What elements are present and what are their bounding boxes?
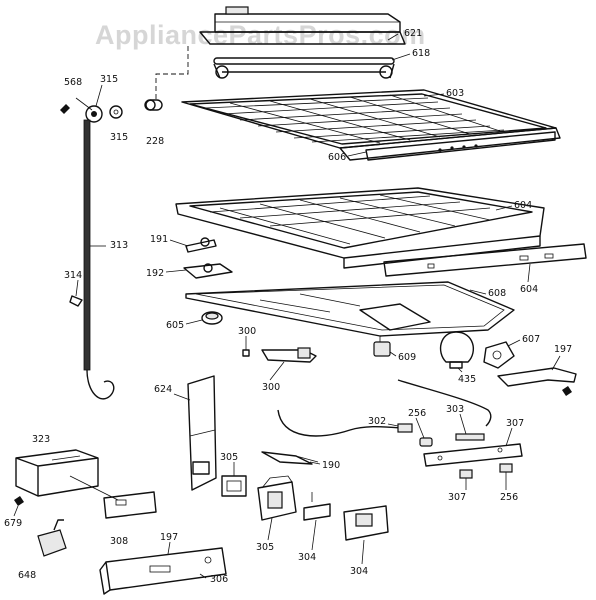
part-300-nut — [242, 349, 250, 357]
leader-line — [69, 475, 119, 501]
part-302-connector — [397, 423, 413, 433]
part-300-switch — [261, 347, 317, 363]
callout-302: 302 — [368, 416, 386, 427]
callout-304-large: 304 — [350, 566, 368, 577]
leader-line — [95, 84, 103, 107]
callout-608: 608 — [488, 288, 506, 299]
leader-lines — [13, 33, 561, 579]
callout-605: 605 — [166, 320, 184, 331]
part-605-grommet — [201, 311, 223, 325]
callout-618: 618 — [412, 48, 430, 59]
watermark-text: AppliancePartsPros.com — [95, 20, 426, 50]
part-315-washer — [109, 105, 123, 119]
part-621-duct-cover — [199, 6, 406, 45]
part-618-rod-assembly — [213, 57, 395, 79]
callout-228: 228 — [146, 136, 164, 147]
part-679-screw — [14, 496, 24, 506]
callout-304-small: 304 — [298, 552, 316, 563]
part-648-motor — [37, 519, 67, 557]
callout-197-bottom: 197 — [160, 532, 178, 543]
part-608-cover — [185, 281, 515, 337]
callout-603: 603 — [446, 88, 464, 99]
part-256-clip — [419, 437, 433, 447]
callout-303: 303 — [446, 404, 464, 415]
part-304-bracket-small — [303, 492, 331, 521]
part-609-socket — [373, 336, 391, 357]
part-606-front-trim — [339, 127, 561, 161]
callout-306: 306 — [210, 574, 228, 585]
part-624-panel — [187, 375, 217, 491]
part-568-screw — [60, 104, 70, 114]
callout-604-strip: 604 — [520, 284, 538, 295]
part-604-drawer-pan — [175, 187, 545, 269]
callout-624: 624 — [154, 384, 172, 395]
callout-315-lower: 315 — [110, 132, 128, 143]
part-305-housing — [257, 475, 297, 521]
part-228-bushing — [144, 99, 163, 111]
callout-313: 313 — [110, 240, 128, 251]
part-304-bracket-large — [343, 505, 389, 541]
part-307-clip — [459, 469, 473, 479]
part-305-switch — [221, 475, 247, 497]
callout-621: 621 — [404, 28, 422, 39]
part-303-terminal — [455, 433, 485, 441]
part-191-bracket — [185, 237, 217, 253]
part-308-plate — [103, 491, 157, 519]
part-314-clip — [69, 295, 83, 307]
callout-609: 609 — [398, 352, 416, 363]
callout-604-pan: 604 — [514, 200, 532, 211]
callout-323: 323 — [32, 434, 50, 445]
callout-256-upper: 256 — [408, 408, 426, 419]
part-256-clip-lower — [499, 463, 513, 473]
callout-679: 679 — [4, 518, 22, 529]
callout-300-switch: 300 — [262, 382, 280, 393]
callout-256-lower: 256 — [500, 492, 518, 503]
callout-607: 607 — [522, 334, 540, 345]
part-603-shelf — [181, 89, 557, 149]
callout-190: 190 — [322, 460, 340, 471]
callout-314: 314 — [64, 270, 82, 281]
callout-308: 308 — [110, 536, 128, 547]
part-313-cable — [83, 119, 115, 400]
callout-307-clip: 307 — [448, 492, 466, 503]
dashed-assembly-line — [155, 46, 189, 100]
part-192-hinge — [183, 263, 233, 279]
callout-300-nut: 300 — [238, 326, 256, 337]
part-307-strip — [423, 443, 523, 467]
part-435-bulb — [439, 331, 475, 369]
callout-305-housing: 305 — [256, 542, 274, 553]
callout-648: 648 — [18, 570, 36, 581]
callout-435: 435 — [458, 374, 476, 385]
callout-606: 606 — [328, 152, 346, 163]
callout-315: 315 — [100, 74, 118, 85]
callout-191: 191 — [150, 234, 168, 245]
callout-labels: 568 315 315 228 621 618 603 606 313 314 … — [4, 28, 572, 585]
part-604-front-strip — [383, 243, 587, 277]
part-190-rod — [261, 451, 319, 465]
part-607-lamp-socket — [483, 341, 515, 369]
callout-192: 192 — [146, 268, 164, 279]
part-303-wire — [397, 379, 492, 427]
part-197-bracket — [497, 367, 577, 396]
callout-307-strip: 307 — [506, 418, 524, 429]
leader-line — [75, 97, 93, 111]
part-197-bottom-bracket — [99, 547, 227, 595]
callout-568: 568 — [64, 77, 82, 88]
callout-197-right: 197 — [554, 344, 572, 355]
callout-305-switch: 305 — [220, 452, 238, 463]
part-323-housing — [15, 449, 99, 497]
part-302-wire — [277, 409, 405, 437]
part-315-pulley — [85, 105, 103, 123]
